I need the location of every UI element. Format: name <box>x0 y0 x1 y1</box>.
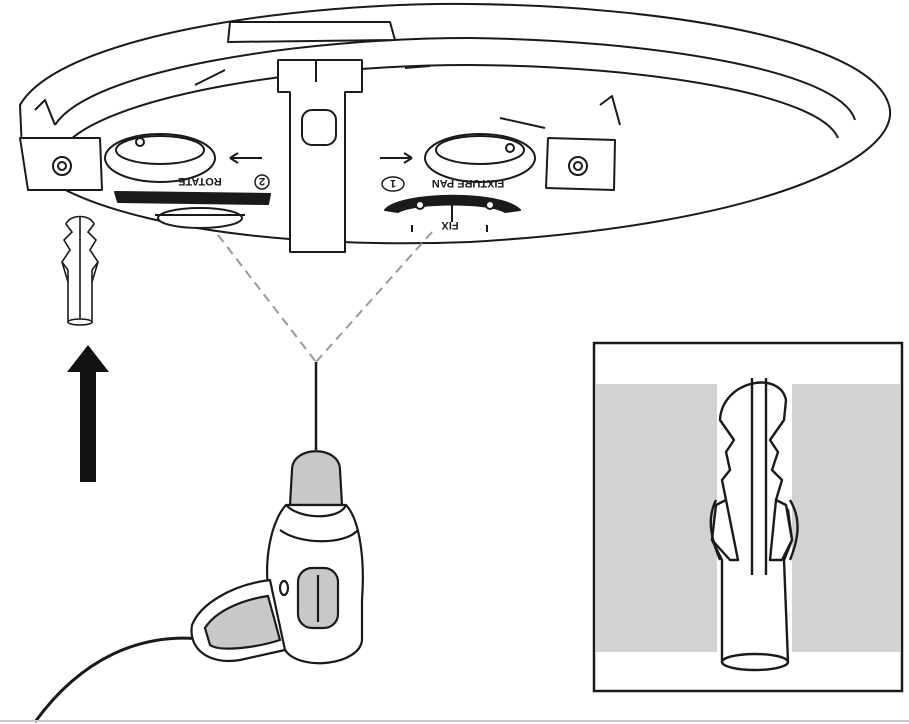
ceiling-mount-plate-icon <box>19 2 892 253</box>
fixture-pan-step-number: 1 <box>390 177 396 189</box>
wall-anchor-icon <box>61 215 99 326</box>
up-arrow-icon <box>67 345 109 482</box>
rotate-label: ROTATE <box>178 175 222 187</box>
fixture-pan-label: FIXTURE PAN <box>432 177 505 189</box>
power-drill-icon <box>33 362 364 723</box>
mount-plate-labels: ROTATE 2 FIXTURE PAN 1 FIX <box>178 174 505 231</box>
drill-guide-lines <box>217 231 433 363</box>
rotate-step-number: 2 <box>259 175 265 187</box>
fix-label: FIX <box>441 219 459 231</box>
anchor-detail-icon <box>592 341 904 693</box>
